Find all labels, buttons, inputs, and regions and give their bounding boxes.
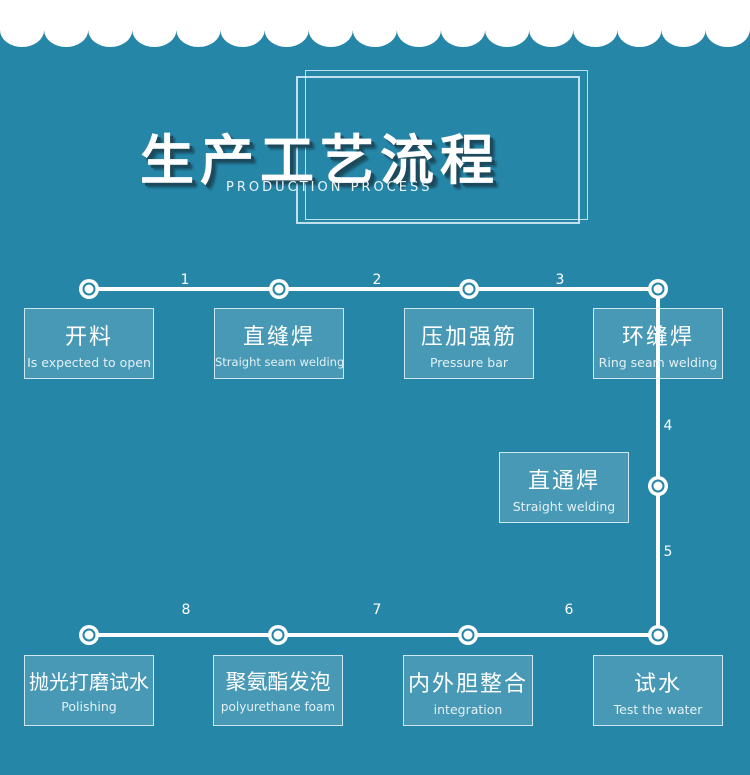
step-title: 压加强筋 [420, 325, 517, 350]
page-title: 生产工艺流程 [140, 129, 500, 192]
step-box-1: 开料 Is expected to open [24, 308, 154, 379]
step-subtitle: integration [433, 702, 503, 717]
step-box-9: 抛光打磨试水 Polishing [24, 655, 154, 726]
step-title: 聚氨酯发泡 [225, 670, 331, 694]
step-box-7: 内外胆整合 integration [403, 655, 533, 726]
step-title: 开料 [64, 325, 113, 350]
step-subtitle: polyurethane foam [220, 700, 336, 714]
step-subtitle: Pressure bar [429, 355, 509, 370]
flow-node-center-2 [274, 284, 284, 294]
connector-label-8: 8 [182, 602, 191, 618]
step-subtitle: Polishing [61, 699, 117, 714]
step-box-3: 压加强筋 Pressure bar [404, 308, 534, 379]
step-subtitle: Straight seam welding [215, 355, 345, 369]
page-subtitle: PRODUCTION PROCESS [226, 180, 433, 195]
title-frame-inner [305, 70, 588, 220]
step-title: 试水 [633, 672, 682, 697]
connector-label-6: 6 [565, 602, 574, 618]
step-subtitle: Test the water [613, 702, 703, 717]
scalloped-top-border [0, 0, 750, 48]
step-title: 环缝焊 [621, 325, 694, 350]
step-title: 抛光打磨试水 [29, 670, 149, 694]
step-title: 直缝焊 [242, 325, 315, 350]
step-subtitle: Straight welding [512, 499, 616, 514]
step-box-2: 直缝焊 Straight seam welding [214, 308, 344, 379]
flow-node-center-8 [273, 630, 283, 640]
connector-label-5: 5 [664, 544, 673, 560]
connector-label-3: 3 [556, 272, 565, 288]
step-title: 直通焊 [527, 469, 600, 494]
flow-node-center-4 [653, 284, 663, 294]
step-box-8: 聚氨酯发泡 polyurethane foam [213, 655, 343, 726]
connector-label-1: 1 [181, 272, 190, 288]
step-subtitle: Is expected to open [27, 355, 151, 370]
connector-label-4: 4 [664, 418, 673, 434]
step-box-5: 直通焊 Straight welding [499, 452, 629, 523]
connector-label-2: 2 [373, 272, 382, 288]
step-box-4: 环缝焊 Ring seam welding [593, 308, 723, 379]
flow-node-center-3 [464, 284, 474, 294]
connector-label-7: 7 [373, 602, 382, 618]
flow-node-center-5 [653, 481, 663, 491]
step-subtitle: Ring seam welding [598, 355, 718, 370]
step-title: 内外胆整合 [407, 672, 528, 697]
flow-node-center-1 [84, 284, 94, 294]
flow-node-center-9 [84, 630, 94, 640]
flow-node-center-6 [653, 630, 663, 640]
flow-node-center-7 [463, 630, 473, 640]
title-frame-outer [296, 76, 580, 224]
step-box-6: 试水 Test the water [593, 655, 723, 726]
